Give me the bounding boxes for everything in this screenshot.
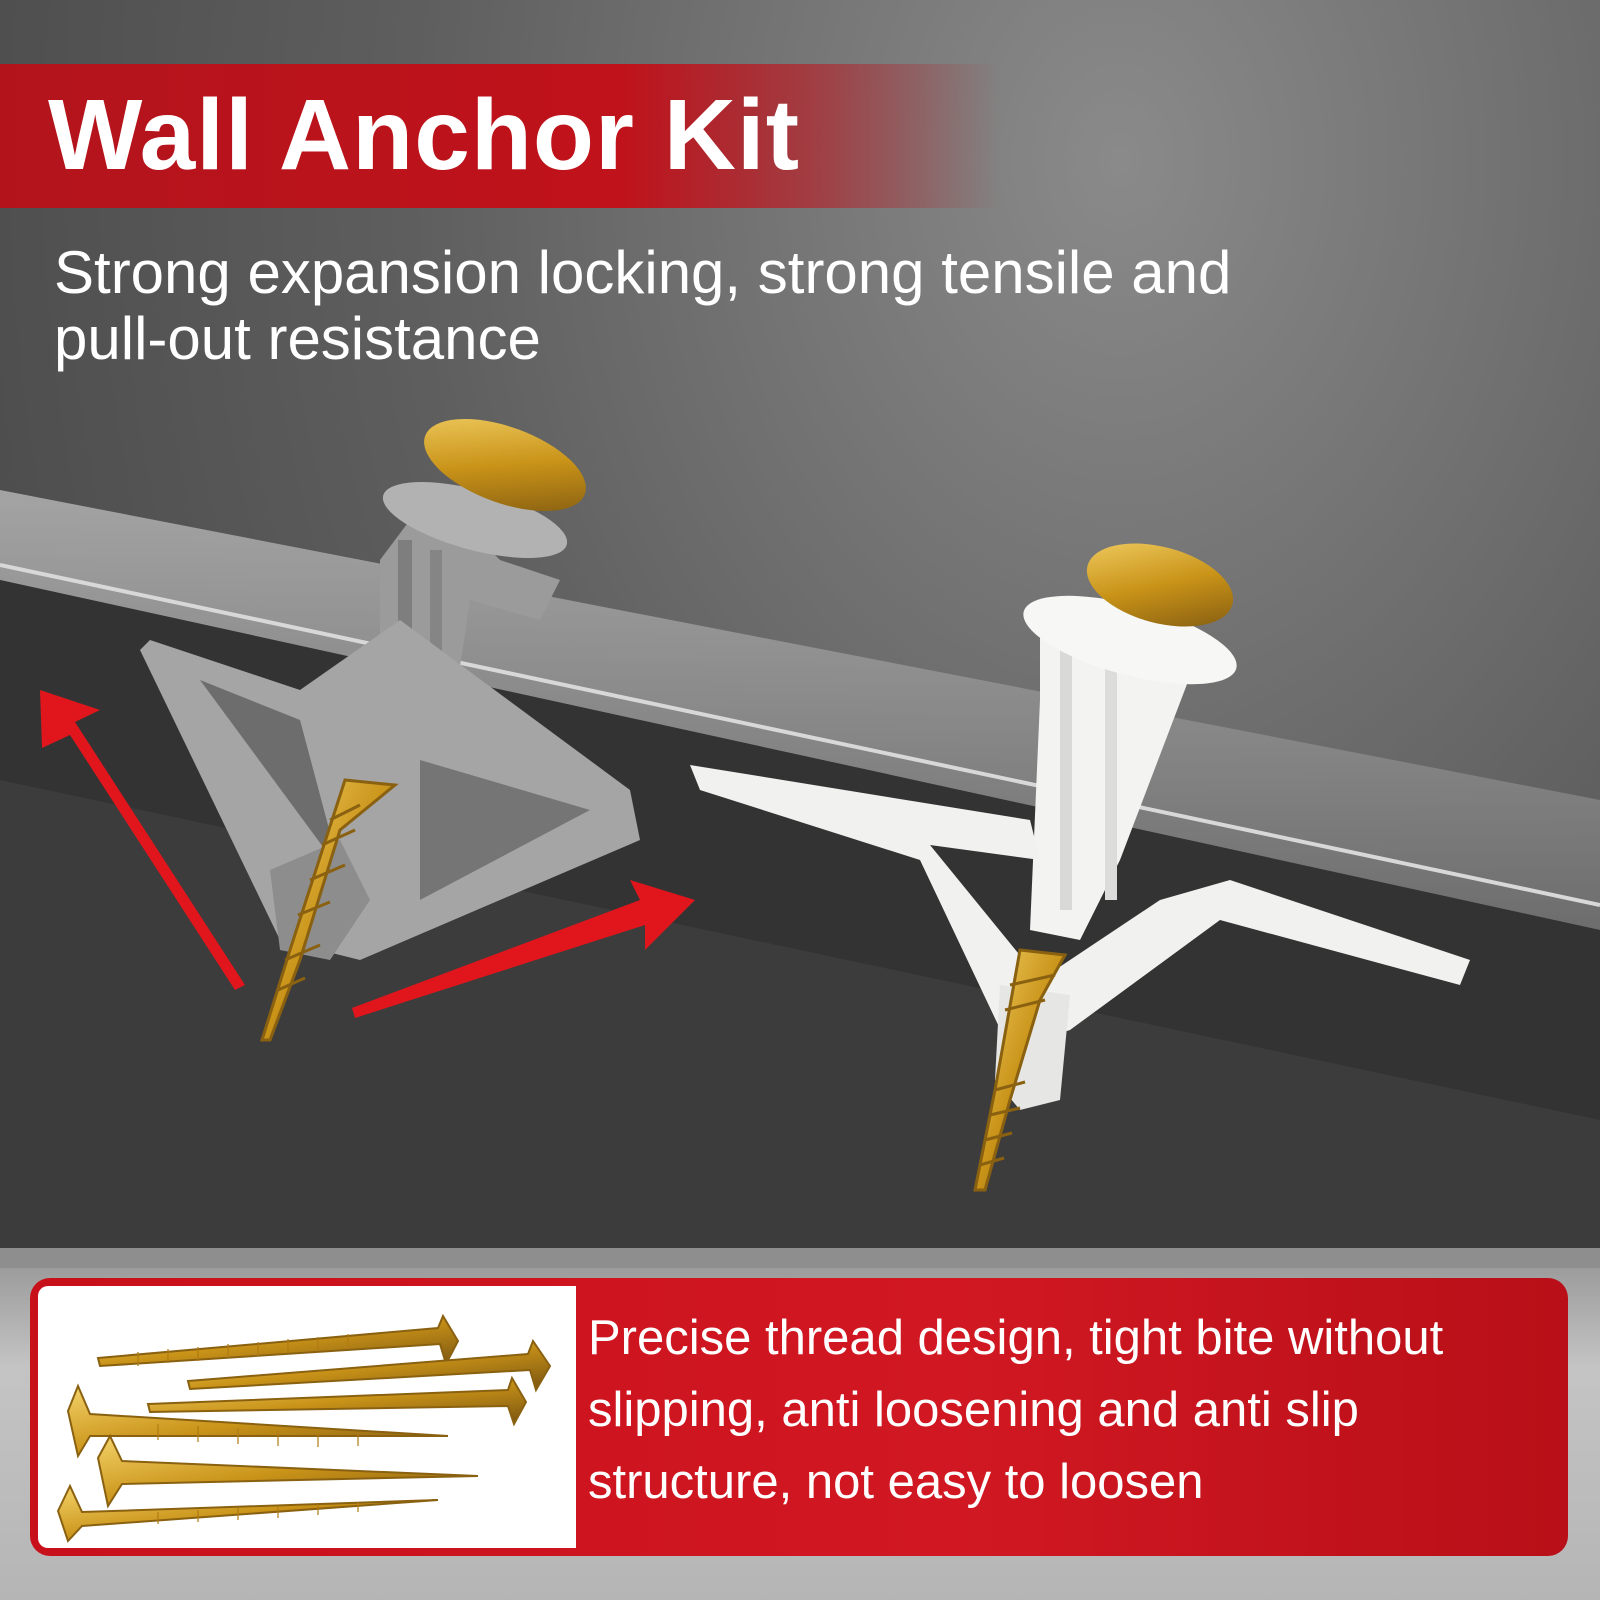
- screw-bundle-icon: [56, 1313, 552, 1543]
- gray-anchor: [140, 418, 640, 1042]
- expansion-arrows: [40, 690, 695, 1018]
- feature-description: Precise thread design, tight bite withou…: [588, 1311, 1444, 1509]
- white-anchor: [690, 543, 1470, 1192]
- screw-bundle-image: [38, 1286, 576, 1548]
- subtitle: Strong expansion locking, strong tensile…: [54, 239, 1232, 372]
- page-title: Wall Anchor Kit: [48, 79, 801, 191]
- feature-panel: Precise thread design, tight bite withou…: [30, 1278, 1568, 1556]
- title-banner: [0, 64, 1000, 208]
